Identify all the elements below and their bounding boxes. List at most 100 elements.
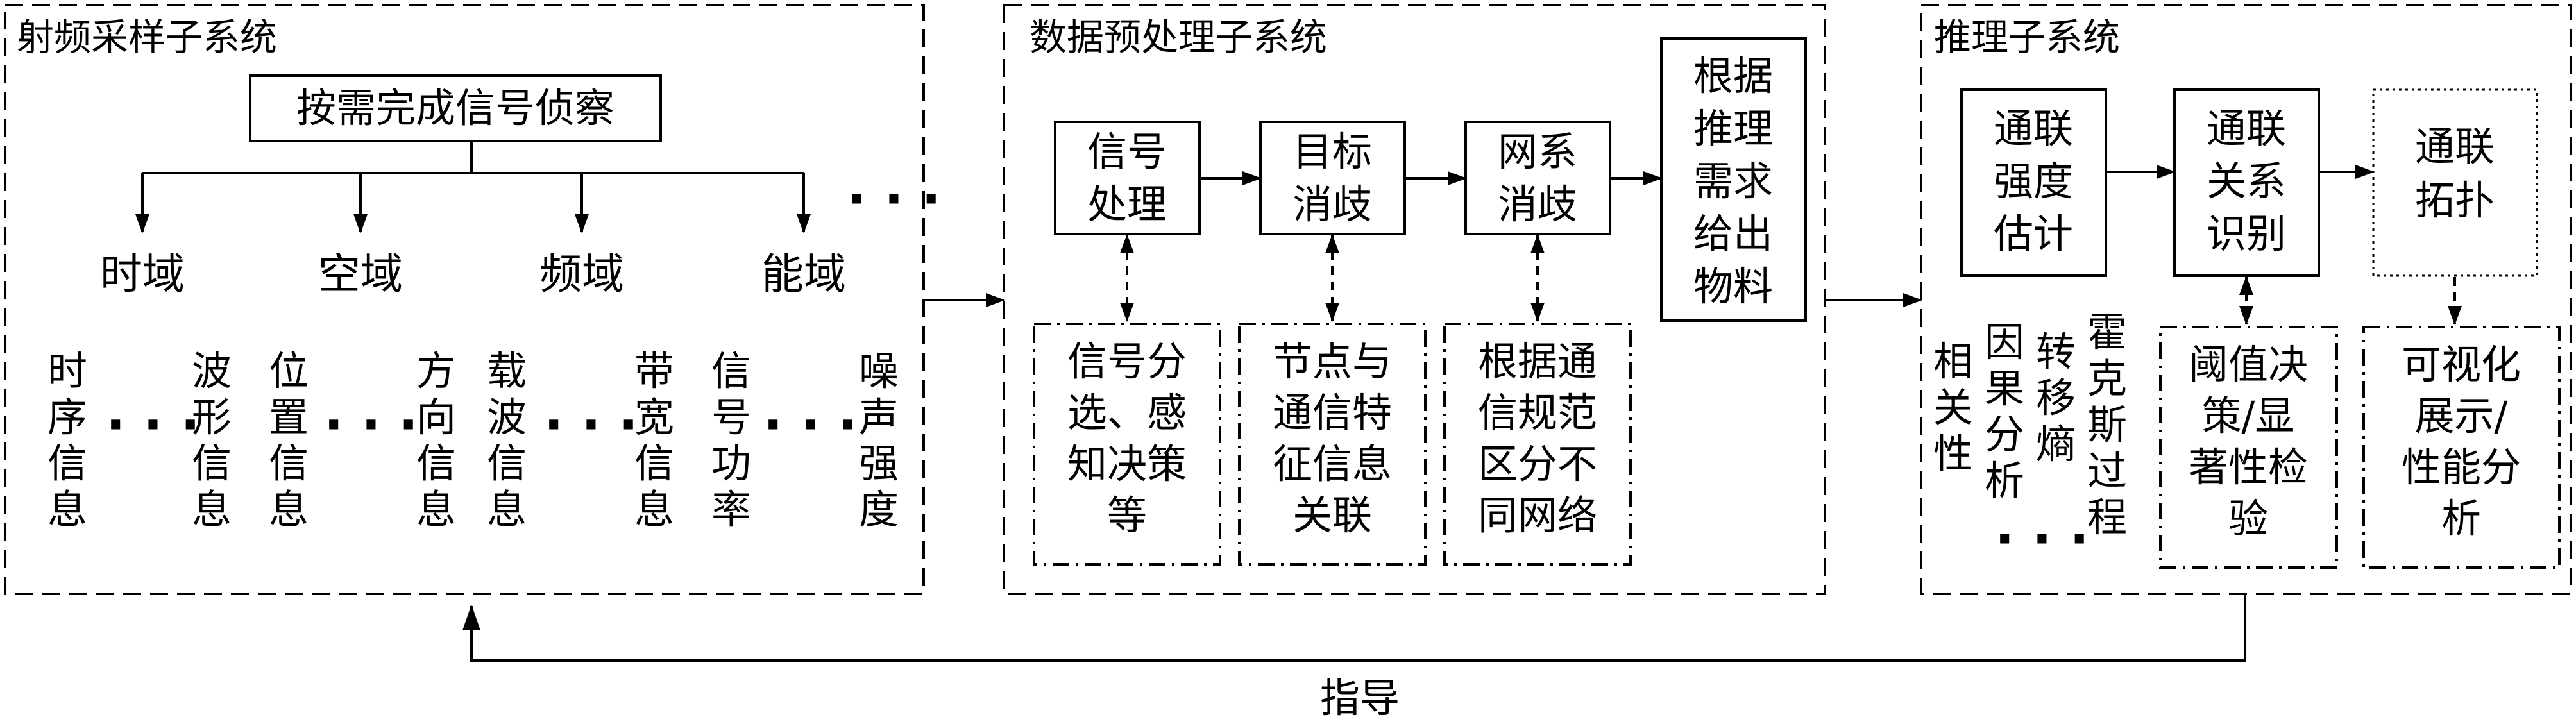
method-char: 关 bbox=[1933, 384, 1973, 431]
material-output-box bbox=[1660, 37, 1807, 322]
inference-note-line: 展示/ bbox=[2415, 392, 2508, 439]
rf-info-char: 信 bbox=[634, 440, 674, 487]
material-output-line4: 给出 bbox=[1693, 210, 1773, 257]
domain-energy: 能域 bbox=[761, 249, 846, 299]
rf-info-char: 位 bbox=[269, 348, 309, 394]
step-target-disambiguation-line1: 目标 bbox=[1292, 128, 1372, 175]
note-network-disambiguation bbox=[1443, 323, 1632, 566]
preprocess-note-line: 知决策 bbox=[1067, 441, 1187, 487]
method-char: 性 bbox=[1933, 430, 1973, 477]
rf-info-char: 信 bbox=[487, 440, 527, 487]
inference-note-line: 析 bbox=[2441, 495, 2481, 542]
inference-subsystem-title: 推理子系统 bbox=[1934, 15, 2120, 59]
note-target-disambiguation bbox=[1238, 323, 1427, 566]
method-char: 过 bbox=[2087, 448, 2127, 494]
rf-info-char: 息 bbox=[634, 486, 674, 533]
rf-info-char: 信 bbox=[192, 440, 232, 487]
method-char: 果 bbox=[1985, 365, 2024, 412]
note-threshold-test bbox=[2159, 326, 2338, 569]
rf-info-char: 宽 bbox=[634, 394, 674, 441]
preprocess-note-line: 信号分 bbox=[1067, 338, 1187, 385]
inference-note-line: 验 bbox=[2228, 495, 2268, 542]
method-char: 熵 bbox=[2036, 421, 2076, 467]
step-network-disambiguation-line2: 消歧 bbox=[1498, 181, 1577, 228]
rf-info-char: 强 bbox=[859, 440, 899, 487]
method-char: 克 bbox=[2087, 355, 2127, 402]
rf-info-char: 信 bbox=[711, 348, 751, 394]
preprocess-note-line: 关联 bbox=[1292, 492, 1372, 539]
step-link-strength-line3: 估计 bbox=[1994, 210, 2073, 257]
preprocess-subsystem-title: 数据预处理子系统 bbox=[1030, 15, 1327, 59]
preprocess-note-line: 节点与 bbox=[1273, 338, 1392, 385]
inference-note-line: 性能分 bbox=[2402, 444, 2521, 491]
step-signal-processing-line2: 处理 bbox=[1087, 181, 1167, 228]
step-link-topology-line1: 通联 bbox=[2415, 123, 2495, 170]
method-char: 程 bbox=[2087, 494, 2127, 541]
method-char: 移 bbox=[2036, 375, 2076, 421]
note-visualization bbox=[2362, 326, 2561, 569]
recon-box bbox=[249, 74, 662, 142]
domain-space: 空域 bbox=[318, 249, 403, 299]
rf-info-char: 息 bbox=[416, 486, 456, 533]
note-signal-processing bbox=[1033, 323, 1221, 566]
preprocess-note-line: 通信特 bbox=[1273, 389, 1392, 436]
method-char: 析 bbox=[1985, 457, 2024, 504]
preprocess-note-line: 征信息 bbox=[1273, 441, 1392, 487]
step-link-relation bbox=[2173, 88, 2320, 277]
rf-info-char: 息 bbox=[47, 486, 87, 533]
rf-info-char: 息 bbox=[487, 486, 527, 533]
energy-ellipsis: · · · bbox=[763, 395, 858, 455]
rf-info-char: 息 bbox=[192, 486, 232, 533]
step-link-relation-line1: 通联 bbox=[2207, 105, 2286, 152]
rf-info-char: 信 bbox=[269, 440, 309, 487]
time-ellipsis: · · · bbox=[106, 395, 200, 455]
rf-sampling-subsystem: 射频采样子系统 按需完成信号侦察 · · · 时域 空域 频域 能域 时序信息波… bbox=[4, 4, 941, 595]
method-char: 转 bbox=[2036, 328, 2076, 375]
rf-info-char: 置 bbox=[269, 394, 309, 441]
rf-info-char: 噪 bbox=[859, 348, 899, 394]
rf-info-char: 时 bbox=[47, 348, 87, 394]
rf-subsystem-title: 射频采样子系统 bbox=[17, 15, 277, 59]
rf-info-char: 度 bbox=[859, 486, 899, 533]
rf-info-char: 波 bbox=[487, 394, 527, 441]
preprocess-note-line: 同网络 bbox=[1478, 492, 1597, 539]
step-target-disambiguation-line2: 消歧 bbox=[1292, 181, 1372, 228]
domain-frequency: 频域 bbox=[539, 249, 624, 299]
material-output-line3: 需求 bbox=[1693, 158, 1773, 205]
step-target-disambiguation bbox=[1259, 121, 1406, 235]
feedback-arrow bbox=[462, 594, 2246, 662]
step-signal-processing bbox=[1054, 121, 1201, 235]
feedback-label: 指导 bbox=[1320, 675, 1400, 721]
step-network-disambiguation bbox=[1464, 121, 1611, 235]
step-network-disambiguation-line1: 网系 bbox=[1498, 128, 1577, 175]
rf-info-char: 息 bbox=[269, 486, 309, 533]
space-ellipsis: · · · bbox=[324, 395, 418, 455]
rf-info-char: 波 bbox=[192, 348, 232, 394]
rf-info-char: 信 bbox=[416, 440, 456, 487]
domain-time: 时域 bbox=[100, 249, 185, 299]
step-link-strength bbox=[1960, 88, 2107, 277]
preprocess-note-line: 选、感 bbox=[1067, 389, 1187, 436]
step-link-topology-line2: 拓扑 bbox=[2415, 177, 2495, 224]
method-char: 分 bbox=[1985, 411, 2024, 458]
rf-info-char: 带 bbox=[634, 348, 674, 394]
inference-note-line: 阈值决 bbox=[2189, 341, 2308, 388]
rf-info-char: 载 bbox=[487, 348, 527, 394]
rf-info-char: 向 bbox=[416, 394, 456, 441]
method-ellipsis: · · · bbox=[1995, 509, 2089, 569]
material-output-line1: 根据 bbox=[1693, 53, 1773, 99]
preprocess-subsystem: 数据预处理子系统 信号 处理 目标 消歧 网系 消歧 根据 推理 需求 给出 物… bbox=[1003, 4, 1826, 595]
material-output-line2: 推理 bbox=[1693, 105, 1773, 152]
rf-info-char: 号 bbox=[711, 394, 751, 441]
inference-subsystem: 推理子系统 通联 强度 估计 通联 关系 识别 通联 拓扑 相关性因果分析转移熵… bbox=[1920, 4, 2572, 595]
preprocess-note-line: 信规范 bbox=[1478, 389, 1597, 436]
recon-box-label: 按需完成信号侦察 bbox=[296, 85, 614, 131]
method-char: 相 bbox=[1933, 338, 1973, 385]
inference-note-line: 策/显 bbox=[2202, 392, 2295, 439]
preprocess-note-line: 根据通 bbox=[1478, 338, 1597, 385]
step-link-strength-line2: 强度 bbox=[1994, 158, 2073, 205]
